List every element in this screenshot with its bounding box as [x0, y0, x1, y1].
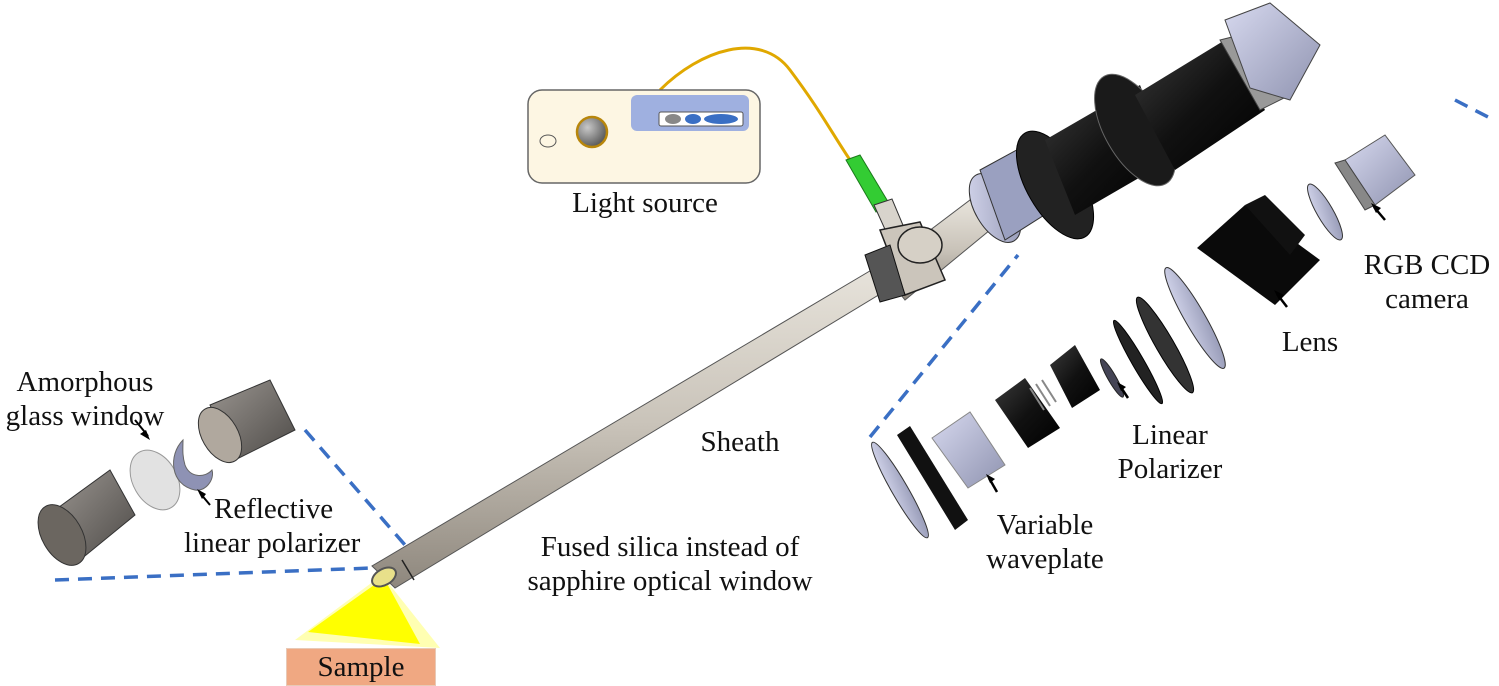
label-lens: Lens	[1281, 326, 1339, 358]
label-light-source: Light source	[572, 187, 718, 219]
label-linear-polarizer: Linear Polarizer	[1100, 418, 1240, 486]
label-reflective-linear-polarizer: Reflective linear polarizer	[184, 492, 360, 560]
label-variable-waveplate-line2: waveplate	[986, 543, 1104, 575]
label-reflective-line2: linear polarizer	[184, 527, 361, 559]
variable-waveplate-part	[931, 411, 1006, 489]
callout-arrows	[986, 203, 1386, 493]
sample-block: Sample	[286, 648, 436, 686]
label-variable-waveplate-line1: Variable	[996, 509, 1094, 541]
label-amorphous-line1: Amorphous	[16, 366, 154, 398]
zoom-guide-lines	[54, 98, 1491, 582]
label-rgb-ccd-line2: camera	[1385, 283, 1469, 315]
label-sheath: Sheath	[700, 426, 780, 458]
tip-exploded-components	[37, 379, 296, 566]
label-linear-polarizer-line1: Linear	[1132, 419, 1208, 451]
camera-assembly	[1015, 2, 1321, 240]
label-linear-polarizer-line2: Polarizer	[1117, 453, 1223, 485]
label-rgb-ccd-camera: RGB CCD camera	[1355, 248, 1499, 316]
label-amorphous-line2: glass window	[5, 400, 165, 432]
light-post-connector	[864, 221, 947, 303]
label-fused-silica-line2: sapphire optical window	[527, 565, 813, 597]
lens-part	[1197, 205, 1320, 305]
label-rgb-ccd-line1: RGB CCD	[1363, 249, 1491, 281]
label-reflective-line1: Reflective	[214, 493, 334, 525]
light-cone	[295, 575, 440, 648]
label-amorphous-glass-window: Amorphous glass window	[0, 365, 170, 433]
linear-polarizer-part	[1099, 358, 1125, 398]
light-source-unit	[527, 89, 761, 184]
exploded-components	[871, 134, 1416, 539]
reflective-polarizer-part	[173, 438, 214, 491]
label-fused-silica-line1: Fused silica instead of	[540, 531, 800, 563]
optical-fiber	[658, 46, 906, 237]
label-variable-waveplate: Variable waveplate	[970, 508, 1120, 576]
label-sample: Sample	[317, 651, 405, 683]
label-fused-silica: Fused silica instead of sapphire optical…	[505, 530, 835, 598]
